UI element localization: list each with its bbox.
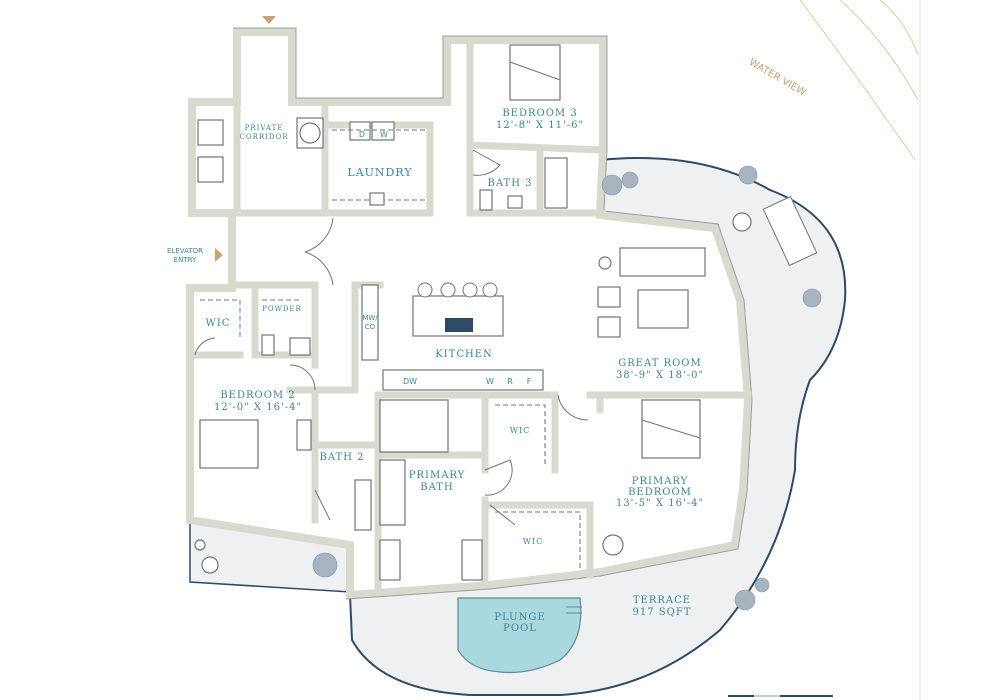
wic-bedroom2-label: WIC xyxy=(206,318,231,329)
bedroom2-label: BEDROOM 2 xyxy=(220,390,295,401)
doors xyxy=(194,149,589,526)
bath3-label: BATH 3 xyxy=(488,178,533,189)
elevator-entry-label-1: ELEVATOR xyxy=(167,247,203,255)
great-room-dims: 38'-9" X 18'-0" xyxy=(616,370,704,381)
primary-bath-label-2: BATH xyxy=(420,482,453,493)
powder-label: POWDER xyxy=(262,305,302,313)
corridor-entry-arrow-icon xyxy=(262,16,276,24)
bedroom2-dims: 12'-0" X 16'-4" xyxy=(214,402,302,413)
washer-label: W xyxy=(380,130,388,139)
bedroom3-dims: 12'-8" X 11'-6" xyxy=(496,120,584,131)
wic-primary-1-label: WIC xyxy=(510,426,531,435)
primary-bedroom-label-1: PRIMARY xyxy=(632,476,689,487)
plunge-pool xyxy=(457,597,582,674)
mwco-label-1: MW/ xyxy=(362,314,378,322)
terrace-area-label: 917 SQFT xyxy=(633,607,692,618)
primary-bedroom-dims: 13'-5" X 16'-4" xyxy=(616,498,704,509)
primary-bedroom-label-2: BEDROOM xyxy=(628,487,692,498)
water-view-lines xyxy=(799,0,919,161)
furniture xyxy=(194,44,818,581)
plunge-pool-label-2: POOL xyxy=(503,623,537,634)
primary-bath-label-1: PRIMARY xyxy=(409,470,466,481)
refrigerator-label: R xyxy=(507,377,513,386)
mwco-label-2: CO xyxy=(365,323,376,331)
freezer-label: F xyxy=(527,377,532,386)
wic-primary-2-label: WIC xyxy=(523,537,544,546)
elevator-entry-label-2: ENTRY xyxy=(174,256,197,264)
terrace-label: TERRACE xyxy=(633,595,691,606)
private-corridor-label-2: CORRIDOR xyxy=(239,133,288,141)
water-view-label: WATER VIEW xyxy=(747,57,808,99)
dishwasher-label: DW xyxy=(403,377,417,386)
kitchen-label: KITCHEN xyxy=(435,349,493,360)
plant-icons xyxy=(312,165,822,611)
elevator-entry-arrow-icon xyxy=(215,248,223,262)
bedroom3-label: BEDROOM 3 xyxy=(502,108,577,119)
dryer-label: D xyxy=(359,130,365,139)
private-corridor-label-1: PRIVATE xyxy=(245,124,284,132)
bath2-label: BATH 2 xyxy=(320,452,365,463)
great-room-label: GREAT ROOM xyxy=(618,358,702,369)
wine-label: W xyxy=(486,377,494,386)
plunge-pool-label-1: PLUNGE xyxy=(494,612,545,623)
laundry-label: LAUNDRY xyxy=(347,166,412,179)
